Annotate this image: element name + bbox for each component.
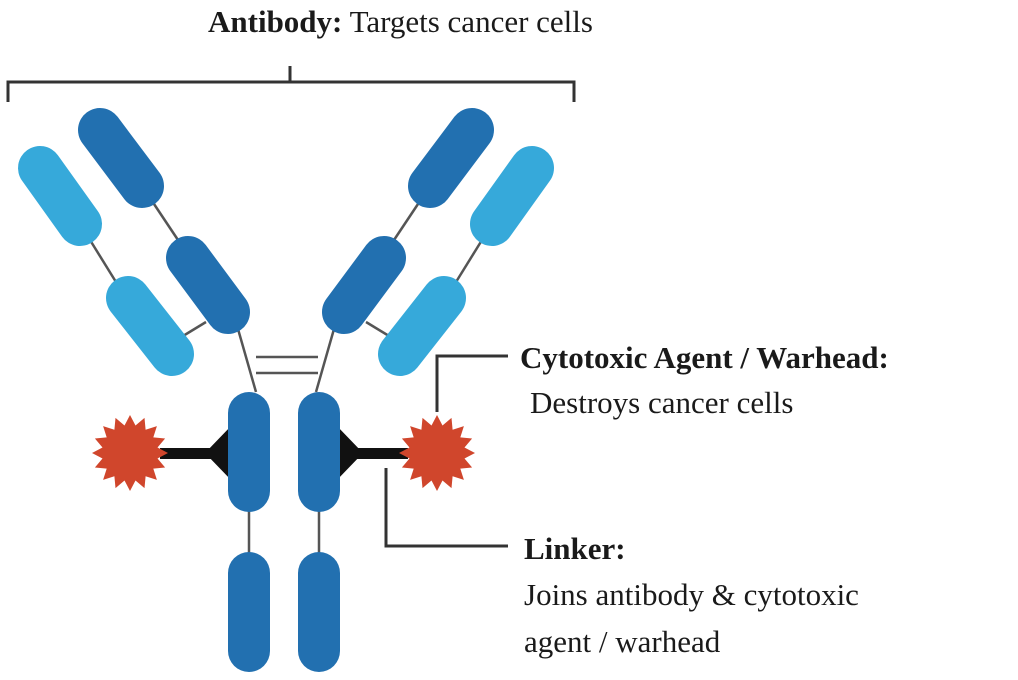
linker-description-line1: Joins antibody & cytotoxic — [524, 577, 859, 612]
antibody-stem — [228, 392, 340, 672]
right-light-chain-lower — [378, 276, 466, 376]
left-heavy-chain-lower — [166, 236, 250, 334]
linker-description-line2: agent / warhead — [524, 624, 721, 659]
left-linker — [160, 448, 220, 459]
right-heavy-chain-lower — [322, 236, 406, 334]
antibody-arms — [18, 108, 554, 376]
linker-callout-line — [384, 468, 508, 548]
right-linker — [348, 448, 408, 459]
warhead-callout-line — [435, 354, 508, 412]
antibody-bracket — [6, 66, 576, 102]
left-light-chain-upper — [18, 146, 102, 246]
antibody-label: Antibody: Targets cancer cells — [208, 4, 593, 39]
left-warhead-icon — [92, 415, 168, 491]
right-light-chain-upper — [470, 146, 554, 246]
left-linker-flare — [205, 425, 232, 481]
linker-heading: Linker: — [524, 531, 626, 566]
warhead-description: Destroys cancer cells — [530, 385, 793, 420]
left-heavy-chain-upper — [78, 108, 164, 208]
warhead-heading: Cytotoxic Agent / Warhead: — [520, 340, 889, 375]
right-heavy-chain-upper — [408, 108, 494, 208]
right-warhead-icon — [399, 415, 475, 491]
linkers — [160, 425, 408, 481]
left-light-chain-lower — [106, 276, 194, 376]
antibody-connectors — [88, 197, 484, 560]
right-linker-flare — [336, 425, 363, 481]
